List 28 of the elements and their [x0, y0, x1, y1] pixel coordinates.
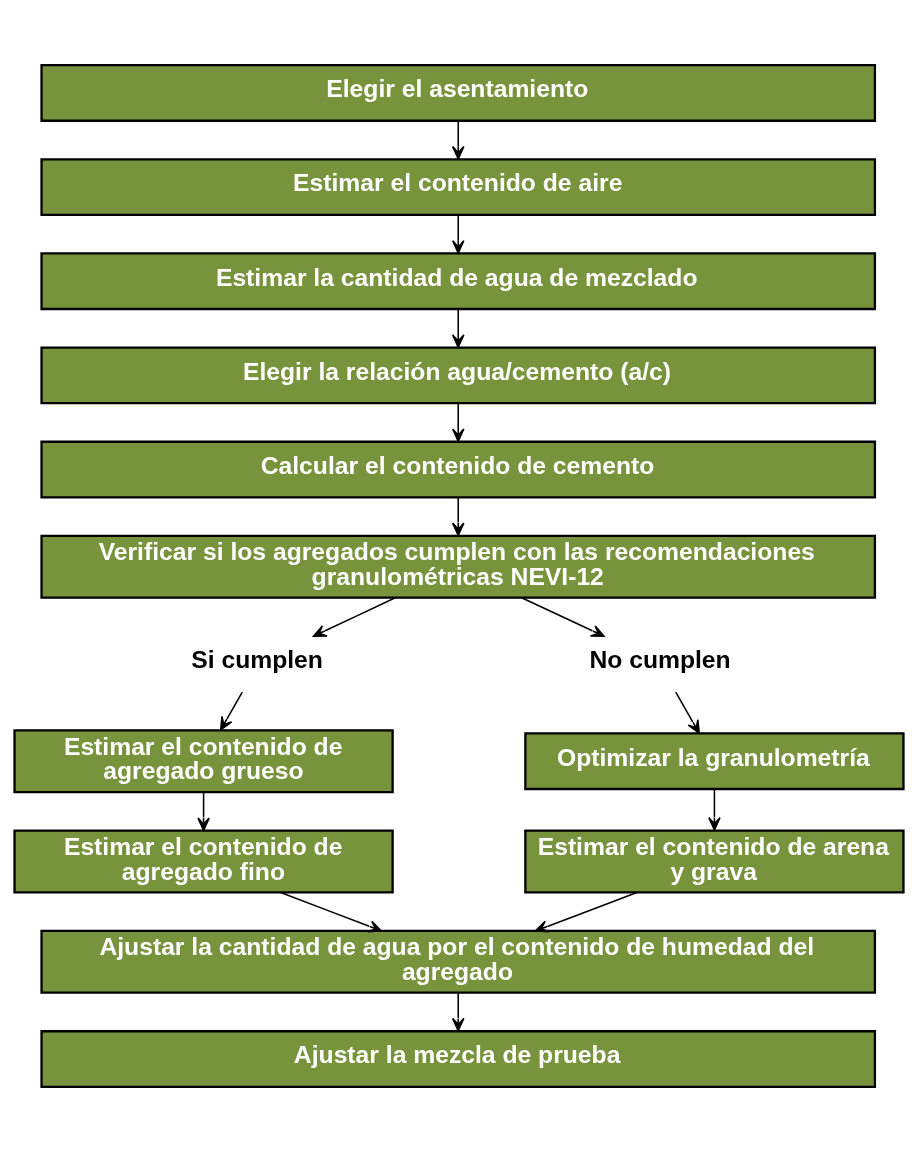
node-box: Optimizar la granulometría — [524, 731, 905, 790]
arrow — [312, 596, 397, 637]
node-box: Estimar el contenido de aire — [40, 157, 877, 216]
node-box: Ajustar la cantidad de agua por el contenido de humedad del agregado — [40, 929, 877, 994]
node-text: No cumplen — [589, 645, 731, 673]
arrow — [674, 690, 700, 734]
arrow — [520, 596, 605, 637]
node-box: Estimar la cantidad de agua de mezclado — [40, 251, 877, 310]
arrow — [708, 788, 721, 831]
node-box: Estimar el contenido de arena y grava — [524, 829, 905, 894]
node-box: Estimar el contenido de agregado fino — [13, 829, 394, 894]
node-text: Si cumplen — [191, 645, 323, 673]
node-box: Elegir la relación agua/cemento (a/c) — [40, 345, 877, 404]
arrow — [534, 891, 638, 933]
arrow — [451, 402, 465, 442]
node-box: Verificar si los agregados cumplen con las recomendaciones granulométricas NEVI-12 — [40, 534, 877, 599]
node-box: Ajustar la mezcla de prueba — [40, 1029, 877, 1088]
arrow — [451, 119, 465, 160]
node-box: Calcular el contenido de cemento — [40, 440, 877, 498]
arrow — [451, 307, 465, 348]
node-box: Elegir el asentamiento — [40, 63, 877, 122]
arrow — [451, 496, 465, 536]
arrow — [279, 891, 383, 932]
arrow — [197, 791, 210, 831]
arrow — [451, 213, 465, 254]
arrow — [219, 690, 244, 731]
node-box: Estimar el contenido de agregado grueso — [13, 728, 394, 793]
arrow — [451, 991, 465, 1032]
